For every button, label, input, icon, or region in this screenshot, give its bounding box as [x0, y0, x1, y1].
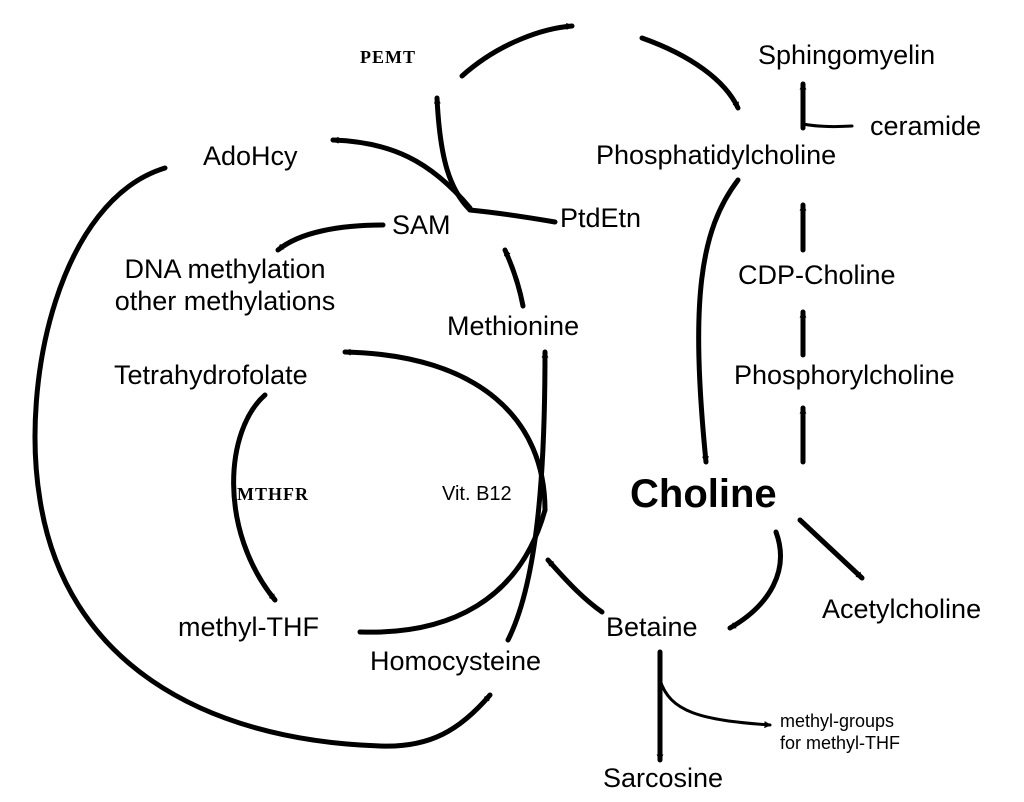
arrow-to-choline [696, 177, 741, 465]
node-methyl-thf: methyl-THF [178, 612, 319, 642]
node-acetylcholine: Acetylcholine [822, 594, 982, 624]
methyl-groups-line1: methyl-groups [780, 711, 895, 731]
node-phosphatidylcholine: Phosphatidylcholine [596, 140, 837, 170]
node-methionine: Methionine [447, 311, 580, 341]
cofactor-vit-b12: Vit. B12 [442, 483, 512, 505]
node-betaine: Betaine [606, 612, 698, 642]
line-ptdetn [467, 207, 558, 225]
dna-methylation-line1: DNA methylation [124, 254, 326, 284]
arrow-pemt-arc [459, 22, 575, 79]
node-sarcosine: Sarcosine [603, 763, 724, 793]
enzyme-label-pemt: PEMT [360, 47, 416, 67]
arrow-betaine-to-homocysteine [545, 557, 605, 615]
arrow-to-methyl-groups [658, 678, 772, 729]
node-ptdetn: PtdEtn [560, 203, 642, 233]
enzyme-label-mthfr: MTHFR [237, 484, 309, 504]
arrow-to-betaine [727, 529, 783, 631]
line-ceramide [801, 122, 854, 129]
node-phosphorylcholine: Phosphorylcholine [734, 360, 955, 390]
node-choline: Choline [630, 472, 777, 516]
node-adohcy: AdoHcy [203, 141, 298, 171]
dna-methylation-line2: other methylations [114, 286, 336, 316]
node-methyl-groups: methyl-groups for methyl-THF [780, 712, 900, 752]
node-cdp-choline: CDP-Choline [738, 260, 896, 290]
node-sphingomyelin: Sphingomyelin [758, 40, 936, 70]
methyl-groups-line2: for methyl-THF [780, 733, 901, 753]
node-sam: SAM [392, 210, 451, 240]
arrow-adohcy-to-homocysteine [32, 165, 493, 749]
arrow-homocysteine-to-methionine [505, 349, 549, 643]
node-ceramide: ceramide [870, 111, 982, 141]
arrow-to-phosphatidylcholine [639, 35, 741, 111]
arrow-to-adohcy [330, 136, 473, 211]
arrow-to-acetylcholine [797, 517, 865, 581]
node-tetrahydrofolate: Tetrahydrofolate [114, 360, 308, 390]
node-homocysteine: Homocysteine [370, 646, 542, 676]
arrow-to-methyl-thf [231, 392, 278, 603]
arrow-to-dna-methylation [275, 222, 386, 253]
node-dna-methylation: DNA methylation other methylations [85, 256, 365, 315]
arrow-to-sam [502, 247, 526, 309]
